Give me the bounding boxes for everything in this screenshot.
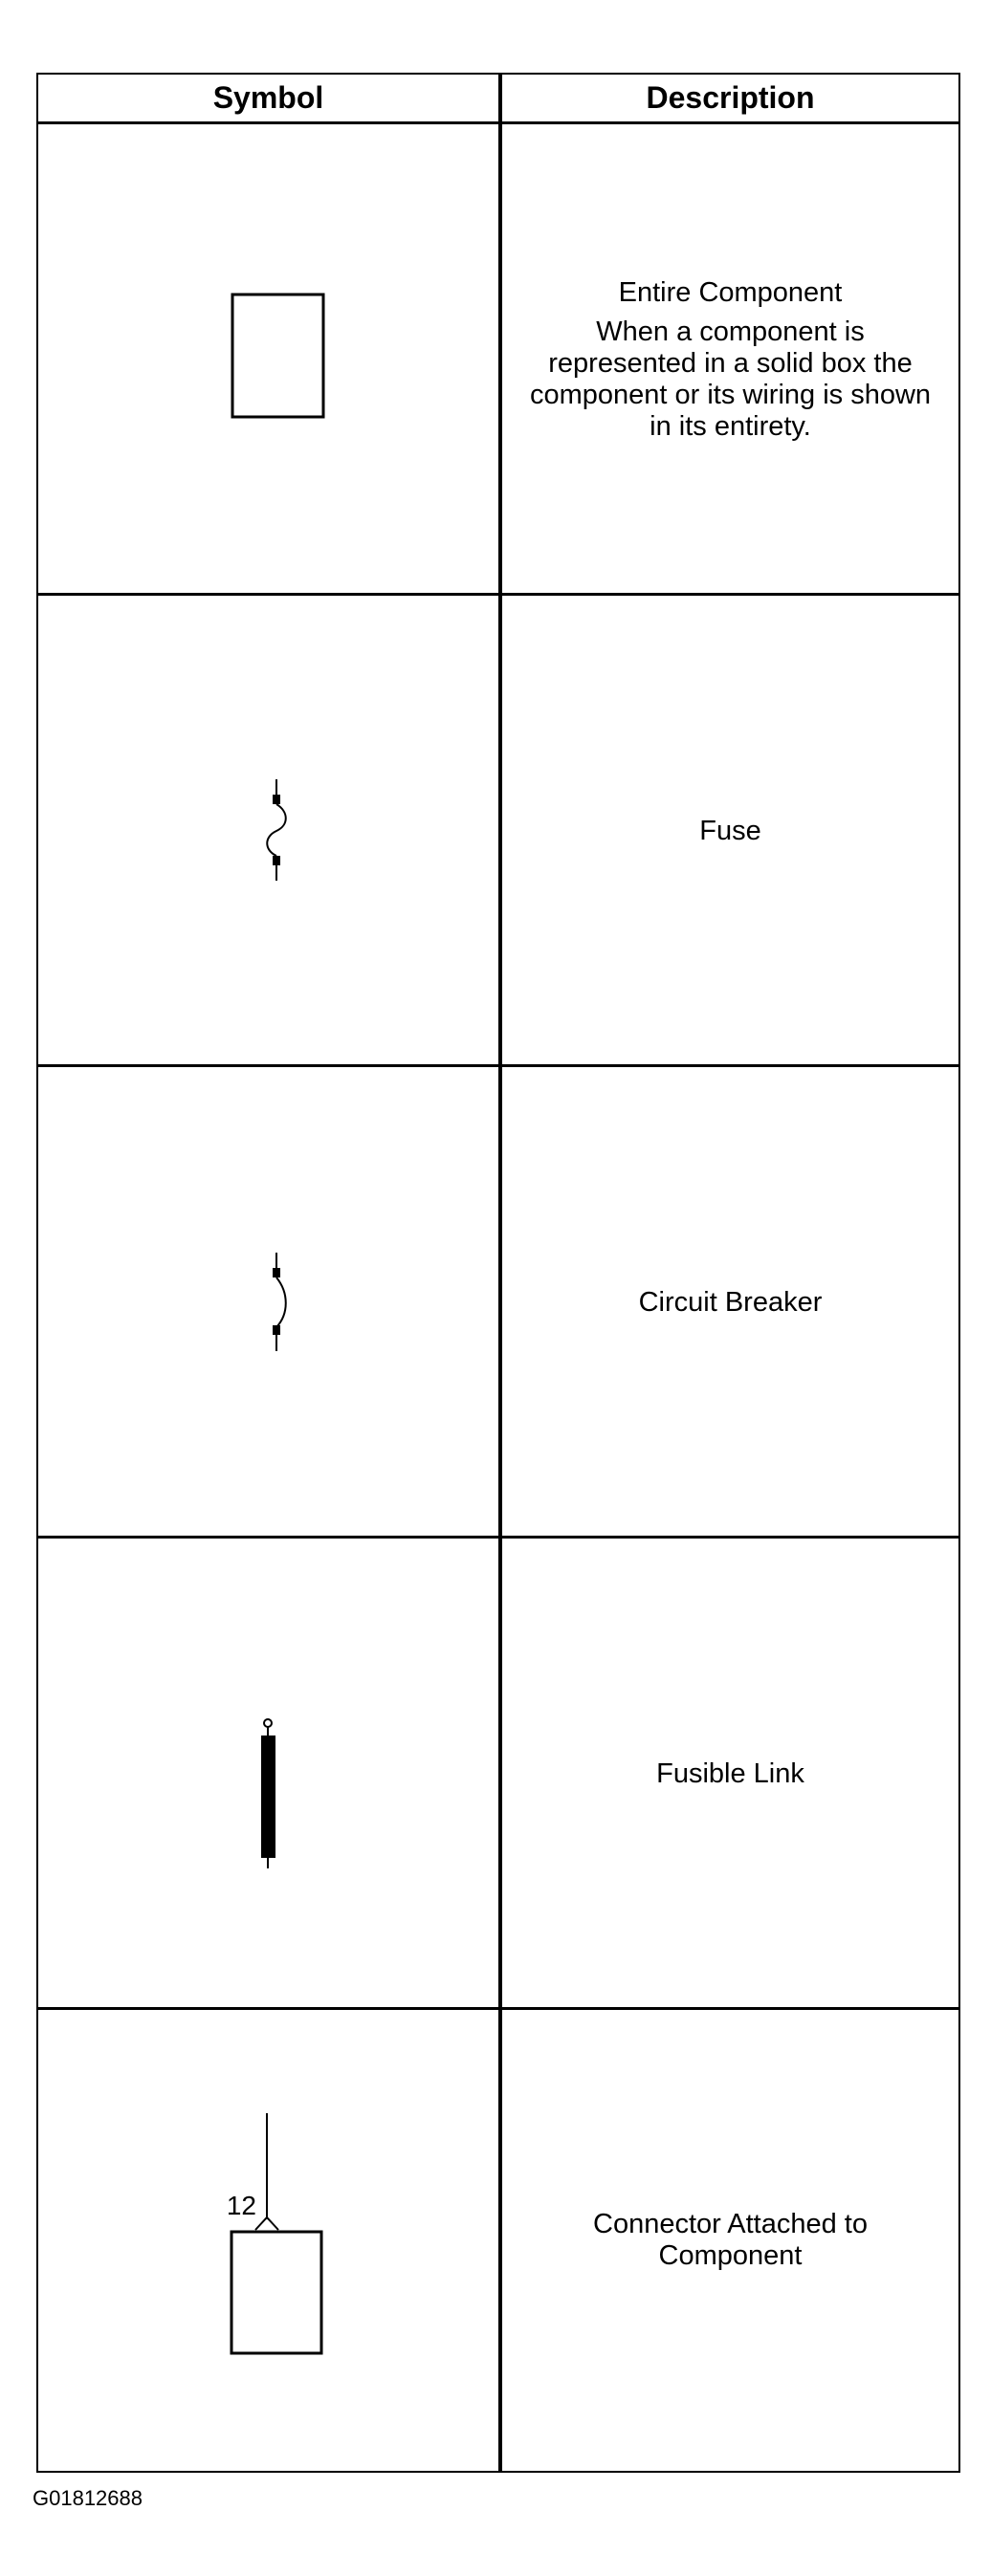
symbol-cell: 12 [38, 2010, 498, 2471]
header-description: Description [646, 80, 815, 115]
description-title: Circuit Breaker [638, 1287, 823, 1318]
description-cell: Connector Attached to Component [502, 2010, 958, 2471]
table-header: Symbol Description [38, 75, 958, 124]
connector-attached-component-icon: 12 [227, 2113, 323, 2355]
table-row: Circuit Breaker [38, 1067, 958, 1539]
description-cell: Entire Component When a component is rep… [502, 124, 958, 596]
table-row: Fusible Link [38, 1539, 958, 2010]
description-cell: Fusible Link [502, 1539, 958, 2010]
description-title: Entire Component [618, 277, 843, 308]
table-row: Entire Component When a component is rep… [38, 124, 958, 596]
symbol-cell [38, 1067, 498, 1539]
symbol-table: Symbol Description Entire Component When… [36, 73, 960, 2473]
symbol-cell [38, 1539, 498, 2010]
description-title: Fusible Link [656, 1758, 804, 1789]
table-row: 12 Connector Attached to Component [38, 2010, 958, 2471]
symbol-cell [38, 124, 498, 596]
table-row: Fuse [38, 596, 958, 1067]
circuit-breaker-icon [273, 1253, 287, 1351]
header-symbol: Symbol [212, 80, 324, 115]
entire-component-box-icon [231, 293, 325, 419]
fuse-icon [266, 779, 287, 881]
symbol-cell [38, 596, 498, 1067]
description-cell: Circuit Breaker [502, 1067, 958, 1539]
row-divider [38, 1064, 958, 1067]
description-body: When a component is represented in a sol… [529, 317, 932, 442]
column-divider [498, 75, 502, 2471]
row-divider [38, 1536, 958, 1539]
row-divider [38, 2007, 958, 2010]
description-title: Connector Attached to Component [593, 2209, 868, 2271]
figure-id: G01812688 [33, 2486, 143, 2510]
fusible-link-icon [261, 1718, 275, 1868]
connector-pin-label: 12 [227, 2191, 256, 2220]
row-divider [38, 593, 958, 596]
description-title: Fuse [699, 816, 761, 846]
description-cell: Fuse [502, 596, 958, 1067]
